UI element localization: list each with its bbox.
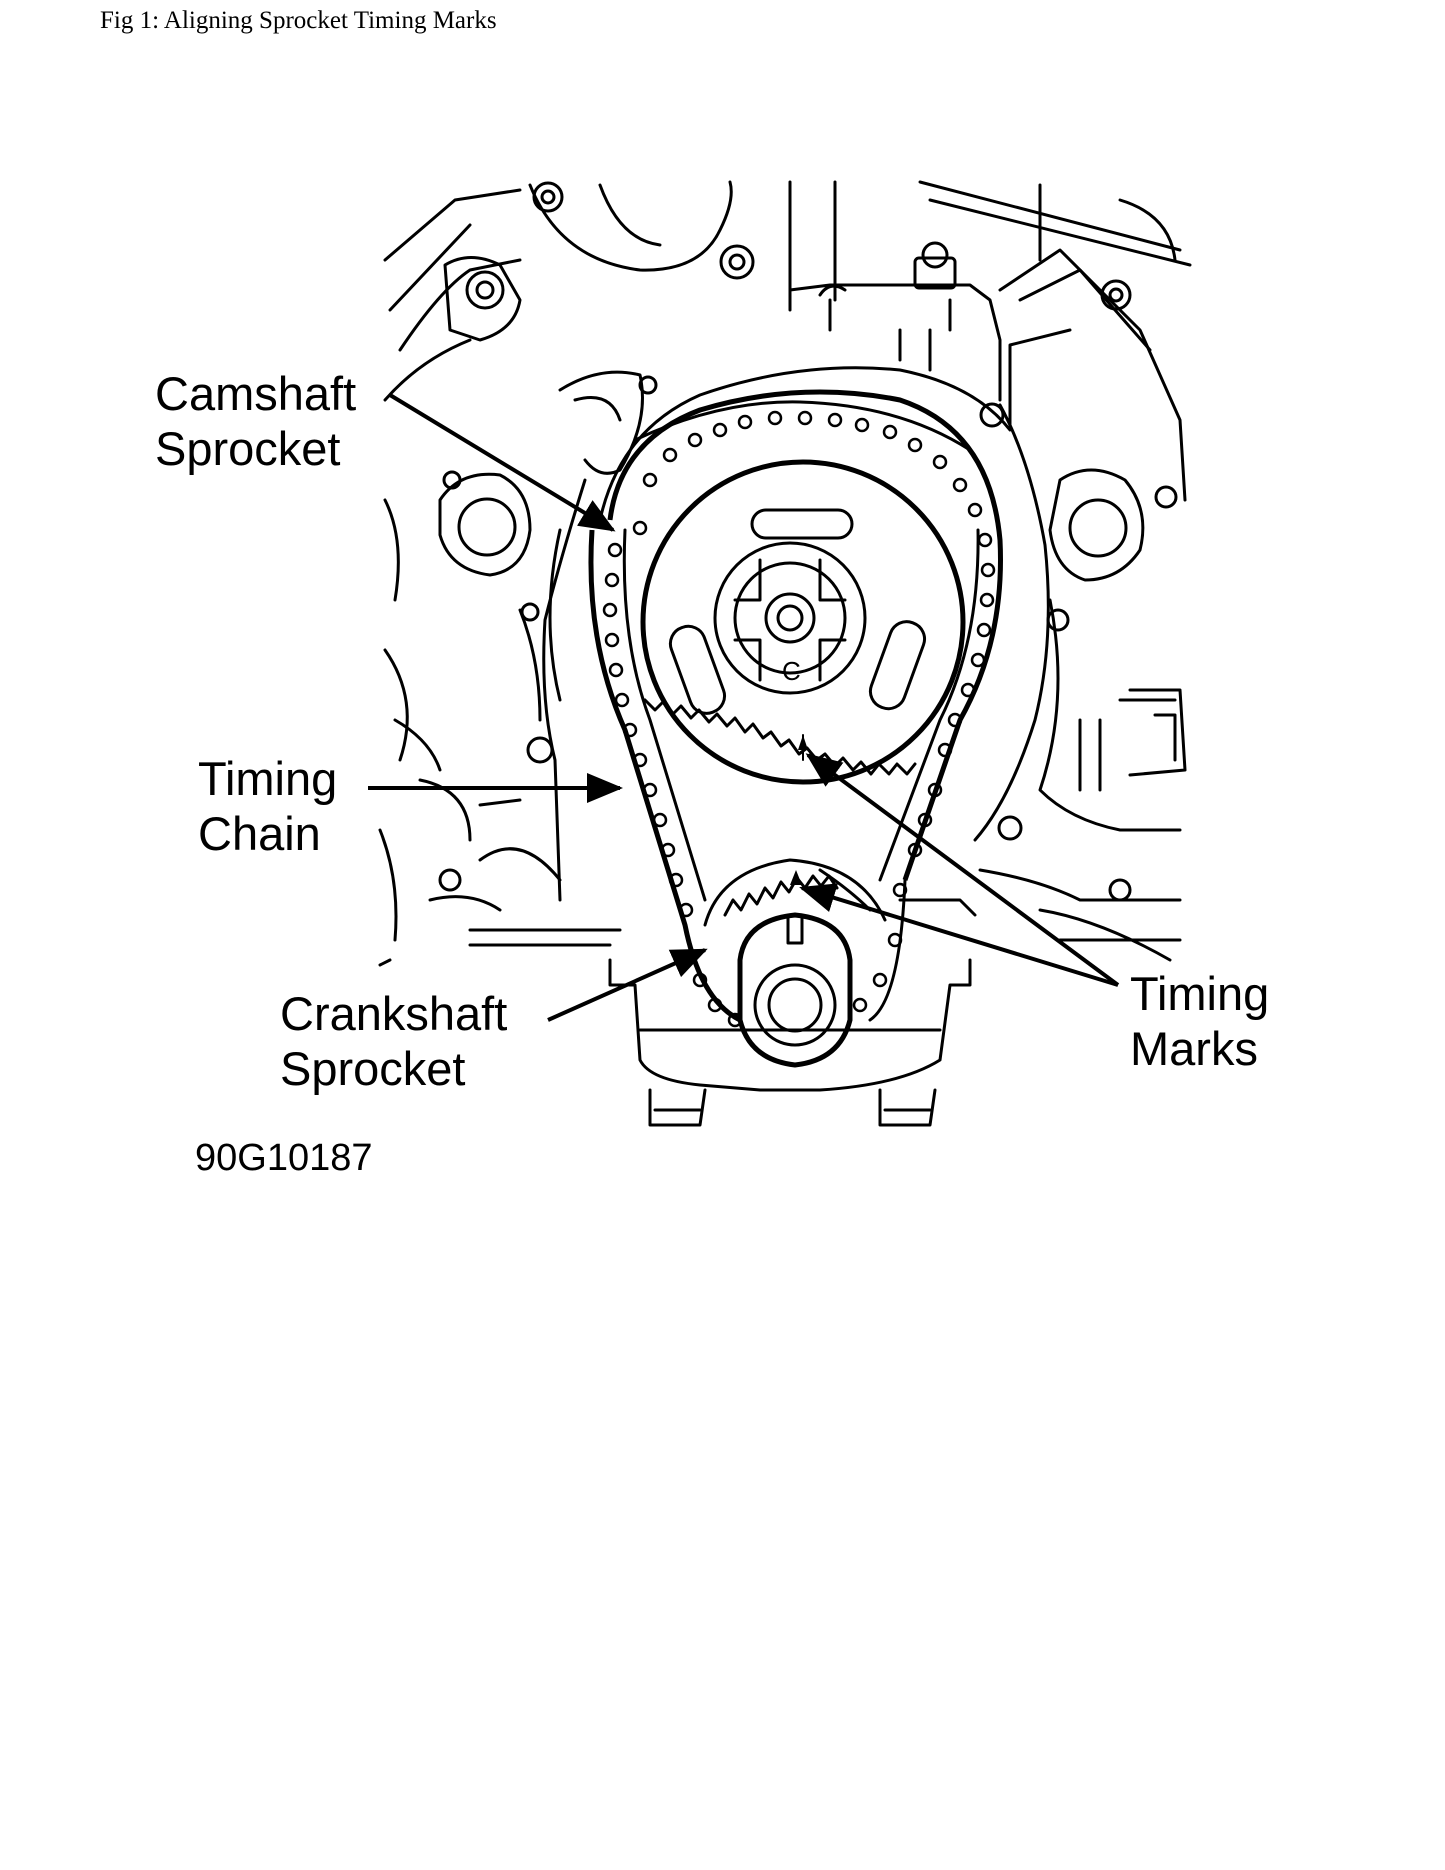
timing-chain — [588, 389, 1003, 1028]
timing-chain-label-line2: Chain — [198, 807, 321, 860]
timing-marks-label-line2: Marks — [1130, 1022, 1258, 1075]
callout-labels: Camshaft Sprocket Timing Chain Crankshaf… — [155, 367, 1269, 1179]
crankshaft-sprocket-arrow — [547, 948, 708, 1022]
camshaft-label-line1: Camshaft — [155, 367, 356, 420]
figure-caption: Fig 1: Aligning Sprocket Timing Marks — [100, 7, 497, 34]
leader-arrows — [368, 393, 1120, 1022]
crankshaft-label-line2: Sprocket — [280, 1042, 465, 1095]
crankshaft-sprocket — [703, 858, 887, 1068]
timing-mark-crank-arrow — [799, 883, 1119, 987]
timing-sprocket-diagram: C — [155, 180, 1269, 1179]
timing-chain-label-line1: Timing — [198, 752, 337, 805]
timing-mark-cam-arrow — [805, 753, 1120, 987]
timing-marks-label-line1: Timing — [1130, 967, 1269, 1020]
figure-code: 90G10187 — [195, 1137, 373, 1179]
camshaft-sprocket: C — [640, 459, 966, 785]
svg-text:C: C — [782, 656, 801, 686]
camshaft-label-line2: Sprocket — [155, 422, 340, 475]
crankshaft-label-line1: Crankshaft — [280, 987, 507, 1040]
camshaft-sprocket-arrow — [388, 393, 616, 532]
engine-block-outline — [378, 180, 1192, 1127]
